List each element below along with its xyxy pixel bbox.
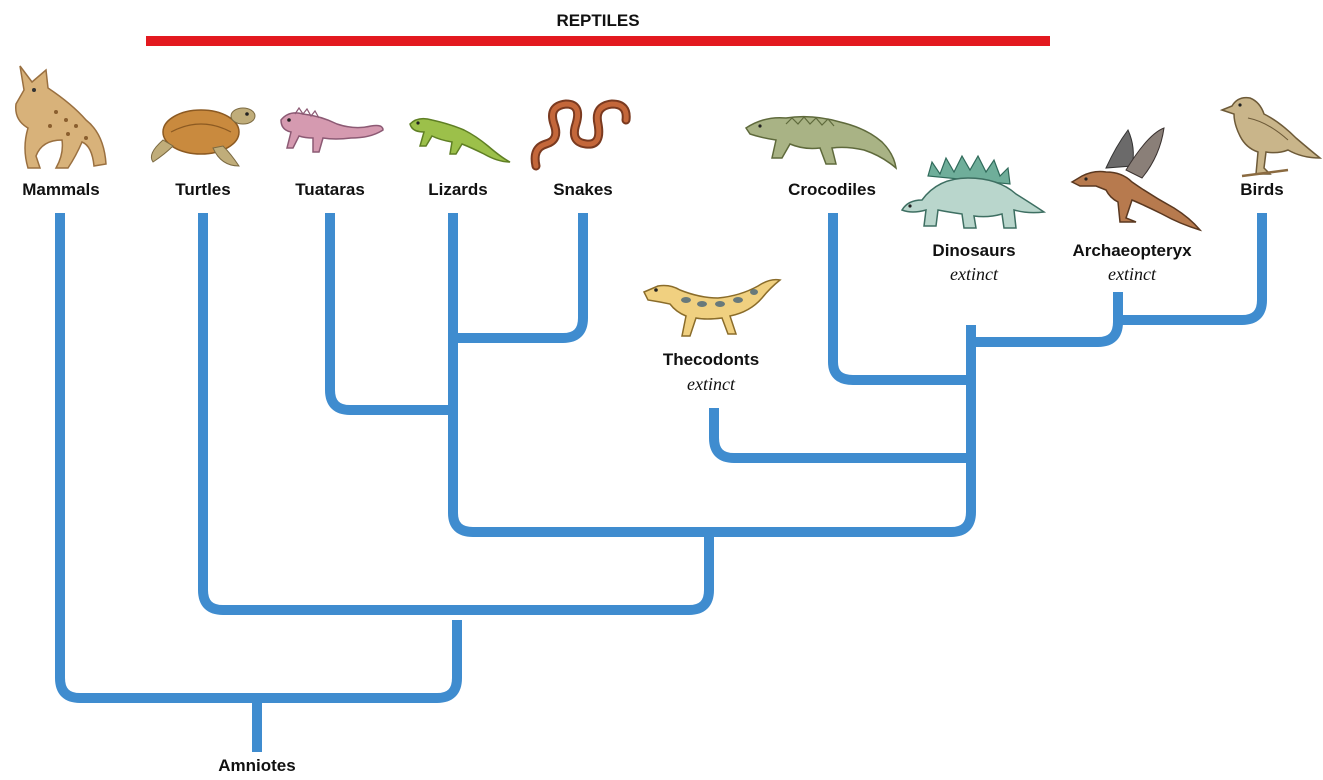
taxon-label-archaeopteryx: Archaeopteryx — [1054, 241, 1210, 261]
archaeopteryx-illustration — [1066, 126, 1206, 236]
branch-mammals-turtles — [60, 213, 457, 698]
taxon-status-archaeopteryx: extinct — [1054, 264, 1210, 285]
taxon-label-birds: Birds — [1220, 180, 1304, 200]
taxon-status-thecodonts: extinct — [641, 374, 781, 395]
branch-thecodonts — [714, 408, 971, 458]
snake-illustration — [528, 98, 636, 172]
branch-lepidosaurs-archosaurs — [453, 213, 971, 532]
branch-crocodiles — [833, 213, 971, 380]
taxon-label-tuataras: Tuataras — [270, 180, 390, 200]
tuatara-illustration — [275, 100, 387, 168]
taxon-label-thecodonts: Thecodonts — [641, 350, 781, 370]
taxon-label-turtles: Turtles — [143, 180, 263, 200]
taxon-status-dinosaurs: extinct — [910, 264, 1038, 285]
taxon-label-lizards: Lizards — [398, 180, 518, 200]
lynx-illustration — [6, 60, 116, 172]
branch-snakes — [453, 213, 583, 338]
taxon-label-crocodiles: Crocodiles — [766, 180, 898, 200]
branch-tuataras — [330, 213, 453, 410]
taxon-label-snakes: Snakes — [523, 180, 643, 200]
thecodont-illustration — [640, 272, 788, 348]
root-label-amniotes: Amniotes — [192, 756, 322, 776]
taxon-label-mammals: Mammals — [0, 180, 122, 200]
crocodile-illustration — [742, 98, 900, 174]
bird-illustration — [1218, 92, 1323, 180]
taxon-label-dinosaurs: Dinosaurs — [910, 241, 1038, 261]
lizard-illustration — [406, 104, 514, 168]
turtle-illustration — [143, 96, 261, 174]
dinosaur-illustration — [898, 154, 1048, 232]
branch-dinosaurs-birds — [971, 292, 1118, 342]
